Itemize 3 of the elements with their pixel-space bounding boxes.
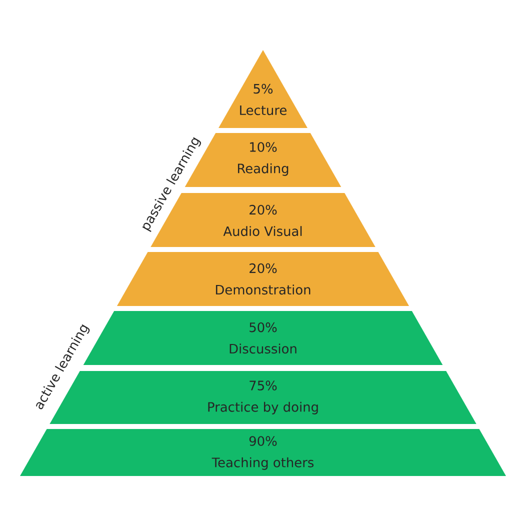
pyramid-tier: 90% Teaching others — [20, 429, 506, 476]
pyramid-tier: 5% Lecture — [218, 50, 308, 128]
pyramid-tier: 20% Demonstration — [116, 252, 410, 306]
